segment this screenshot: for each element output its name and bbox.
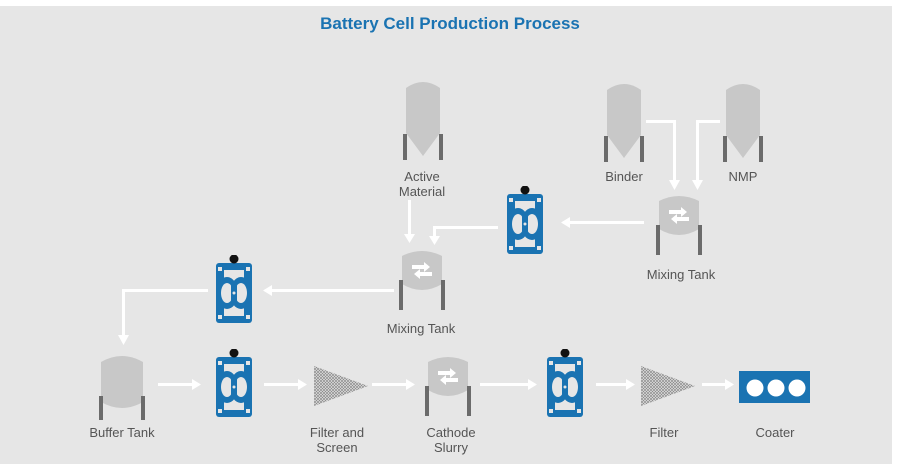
label-coater: Coater [755, 425, 795, 440]
silo-icon [604, 84, 644, 162]
filter-icon [641, 366, 695, 406]
label-nmp: NMP [728, 169, 758, 184]
label-mixing-tank: Mixing Tank [646, 267, 716, 282]
coater-icon [739, 371, 810, 403]
label-filter: Filter [649, 425, 679, 440]
mixing-tank-icon [399, 251, 445, 310]
buffer-tank-icon [99, 356, 145, 420]
label-filter-and-screen: Filter and Screen [309, 425, 365, 455]
mixing-tank-icon [425, 357, 471, 416]
label-binder: Binder [605, 169, 643, 184]
diaphragm-pump-icon [216, 255, 252, 323]
flow-arrow [692, 120, 720, 190]
label-buffer-tank: Buffer Tank [89, 425, 155, 440]
diaphragm-pump-icon [507, 186, 543, 254]
flow-arrow [158, 379, 201, 390]
flow-arrow [596, 379, 635, 390]
flow-arrow [264, 379, 307, 390]
flow-arrow [404, 200, 415, 243]
diaphragm-pump-icon [547, 349, 583, 417]
label-cathode-slurry: Cathode Slurry [426, 425, 476, 455]
flow-arrow [118, 289, 208, 345]
flow-arrow [702, 379, 734, 390]
flow-arrow [429, 226, 498, 245]
diaphragm-pump-icon [216, 349, 252, 417]
filter-screen-icon [314, 366, 368, 406]
flow-arrow [480, 379, 537, 390]
flow-arrow [646, 120, 680, 190]
label-active-material: Active Material [398, 169, 446, 199]
silo-icon [723, 84, 763, 162]
diagram-title: Battery Cell Production Process [320, 14, 580, 33]
flow-arrows [118, 120, 734, 390]
mixing-tank-icon [656, 196, 702, 255]
silo-icon [403, 82, 443, 160]
flow-arrow [372, 379, 415, 390]
flow-arrow [561, 217, 644, 228]
label-mixing-tank: Mixing Tank [386, 321, 456, 336]
flow-arrow [263, 285, 394, 296]
